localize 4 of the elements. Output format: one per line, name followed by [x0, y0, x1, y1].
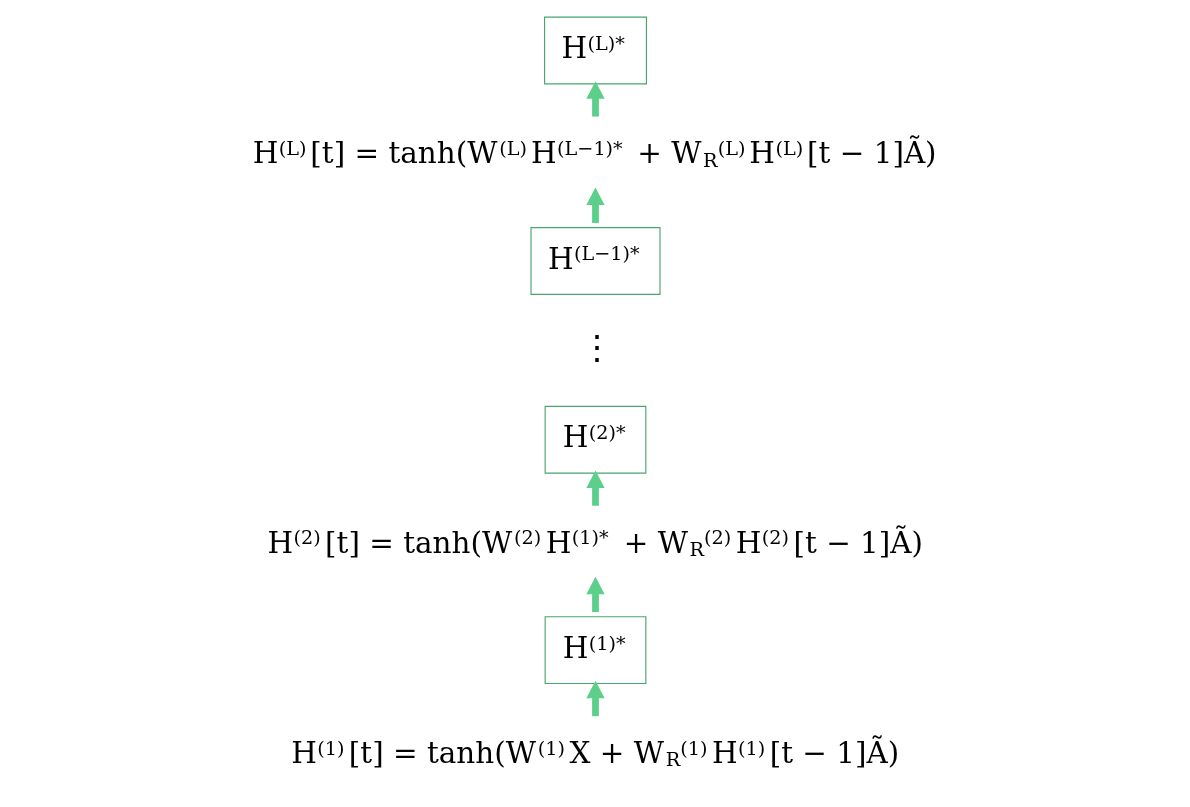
arrow [585, 576, 605, 613]
label: ⋮ [579, 327, 614, 368]
arrow [585, 680, 605, 717]
arrow [585, 81, 605, 117]
